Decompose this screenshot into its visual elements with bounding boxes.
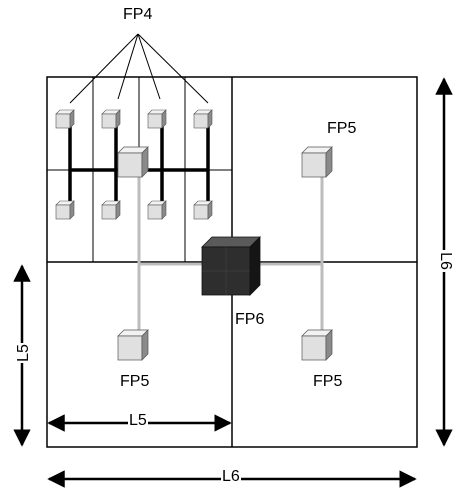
- fp5-cube-top-right: [301, 146, 333, 178]
- l5-horizontal-label: L5: [128, 412, 148, 430]
- fp5-top-right-label: FP5: [327, 120, 357, 137]
- l6-horizontal-label: L6: [221, 468, 241, 486]
- fp5-cube-bottom-left: [117, 329, 149, 361]
- fp4-cube: [55, 200, 75, 220]
- l6-vertical-label: L6: [436, 250, 454, 272]
- fp4-cube: [147, 109, 167, 129]
- fp4-cube: [193, 109, 213, 129]
- fp5-cube-top-left: [117, 146, 149, 178]
- l5-vertical-label: L5: [15, 343, 33, 363]
- fp5-cube-bottom-right: [301, 329, 333, 361]
- fp4-pointer-lines: [69, 33, 209, 104]
- fp4-label: FP4: [123, 6, 153, 23]
- fp4-cube: [147, 200, 167, 220]
- fp4-cube: [193, 200, 213, 220]
- fp5-bottom-right-label: FP5: [313, 373, 343, 390]
- fp4-cube: [101, 200, 121, 220]
- fp4-cube: [55, 109, 75, 129]
- fp6-label: FP6: [235, 311, 265, 328]
- fp5-bottom-left-label: FP5: [120, 373, 150, 390]
- fp6-cube: [201, 236, 261, 296]
- fp4-cube: [101, 109, 121, 129]
